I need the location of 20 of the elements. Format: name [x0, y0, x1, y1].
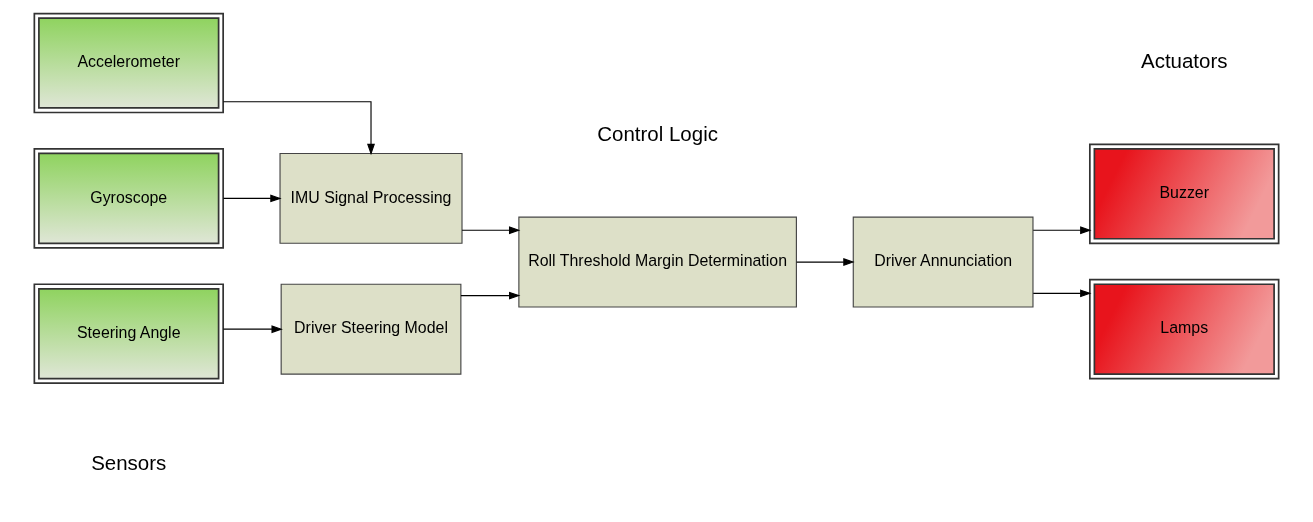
node-box: Roll Threshold Margin Determination: [518, 216, 797, 308]
arrow: [460, 291, 521, 300]
arrow: [222, 324, 283, 333]
node-box: Accelerometer: [33, 12, 224, 113]
label: Sensors: [91, 450, 167, 474]
node-box: IMU Signal Processing: [279, 152, 463, 244]
node-box: Driver Annunciation: [852, 216, 1034, 308]
node-box: Buzzer: [1089, 143, 1280, 244]
arrow: [1032, 288, 1092, 297]
node-box: Gyroscope: [33, 147, 224, 249]
arrow: [461, 225, 521, 234]
node-box: Steering Angle: [33, 282, 224, 384]
arrow: [222, 100, 375, 155]
node-box: Driver Steering Model: [280, 283, 462, 375]
label: Control Logic: [597, 121, 718, 145]
arrow: [222, 193, 282, 202]
label: Actuators: [1141, 48, 1228, 72]
node-box: Lamps: [1089, 278, 1280, 379]
arrow: [796, 257, 855, 266]
arrow: [1032, 225, 1092, 234]
